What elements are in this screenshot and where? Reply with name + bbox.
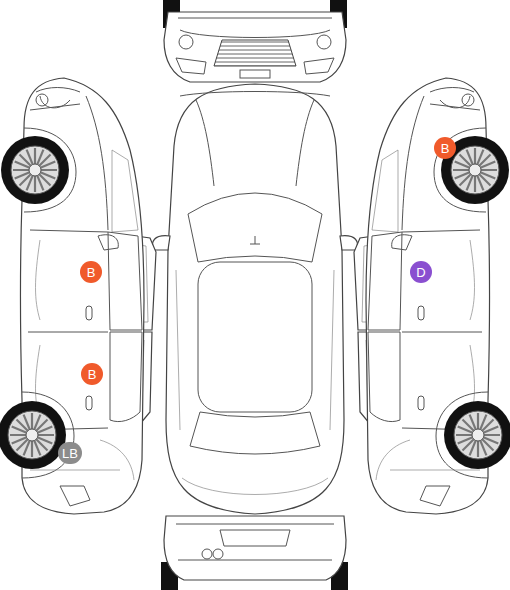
damage-code: LB	[62, 447, 78, 460]
damage-code: B	[87, 266, 96, 279]
damage-marker: LB	[58, 442, 82, 464]
damage-code: B	[441, 142, 450, 155]
damage-code: D	[416, 266, 425, 279]
damage-marker: B	[80, 261, 102, 283]
damage-code: B	[88, 368, 97, 381]
damage-marker: B	[434, 137, 456, 159]
damage-marker: B	[81, 363, 103, 385]
damage-marker: D	[410, 261, 432, 283]
